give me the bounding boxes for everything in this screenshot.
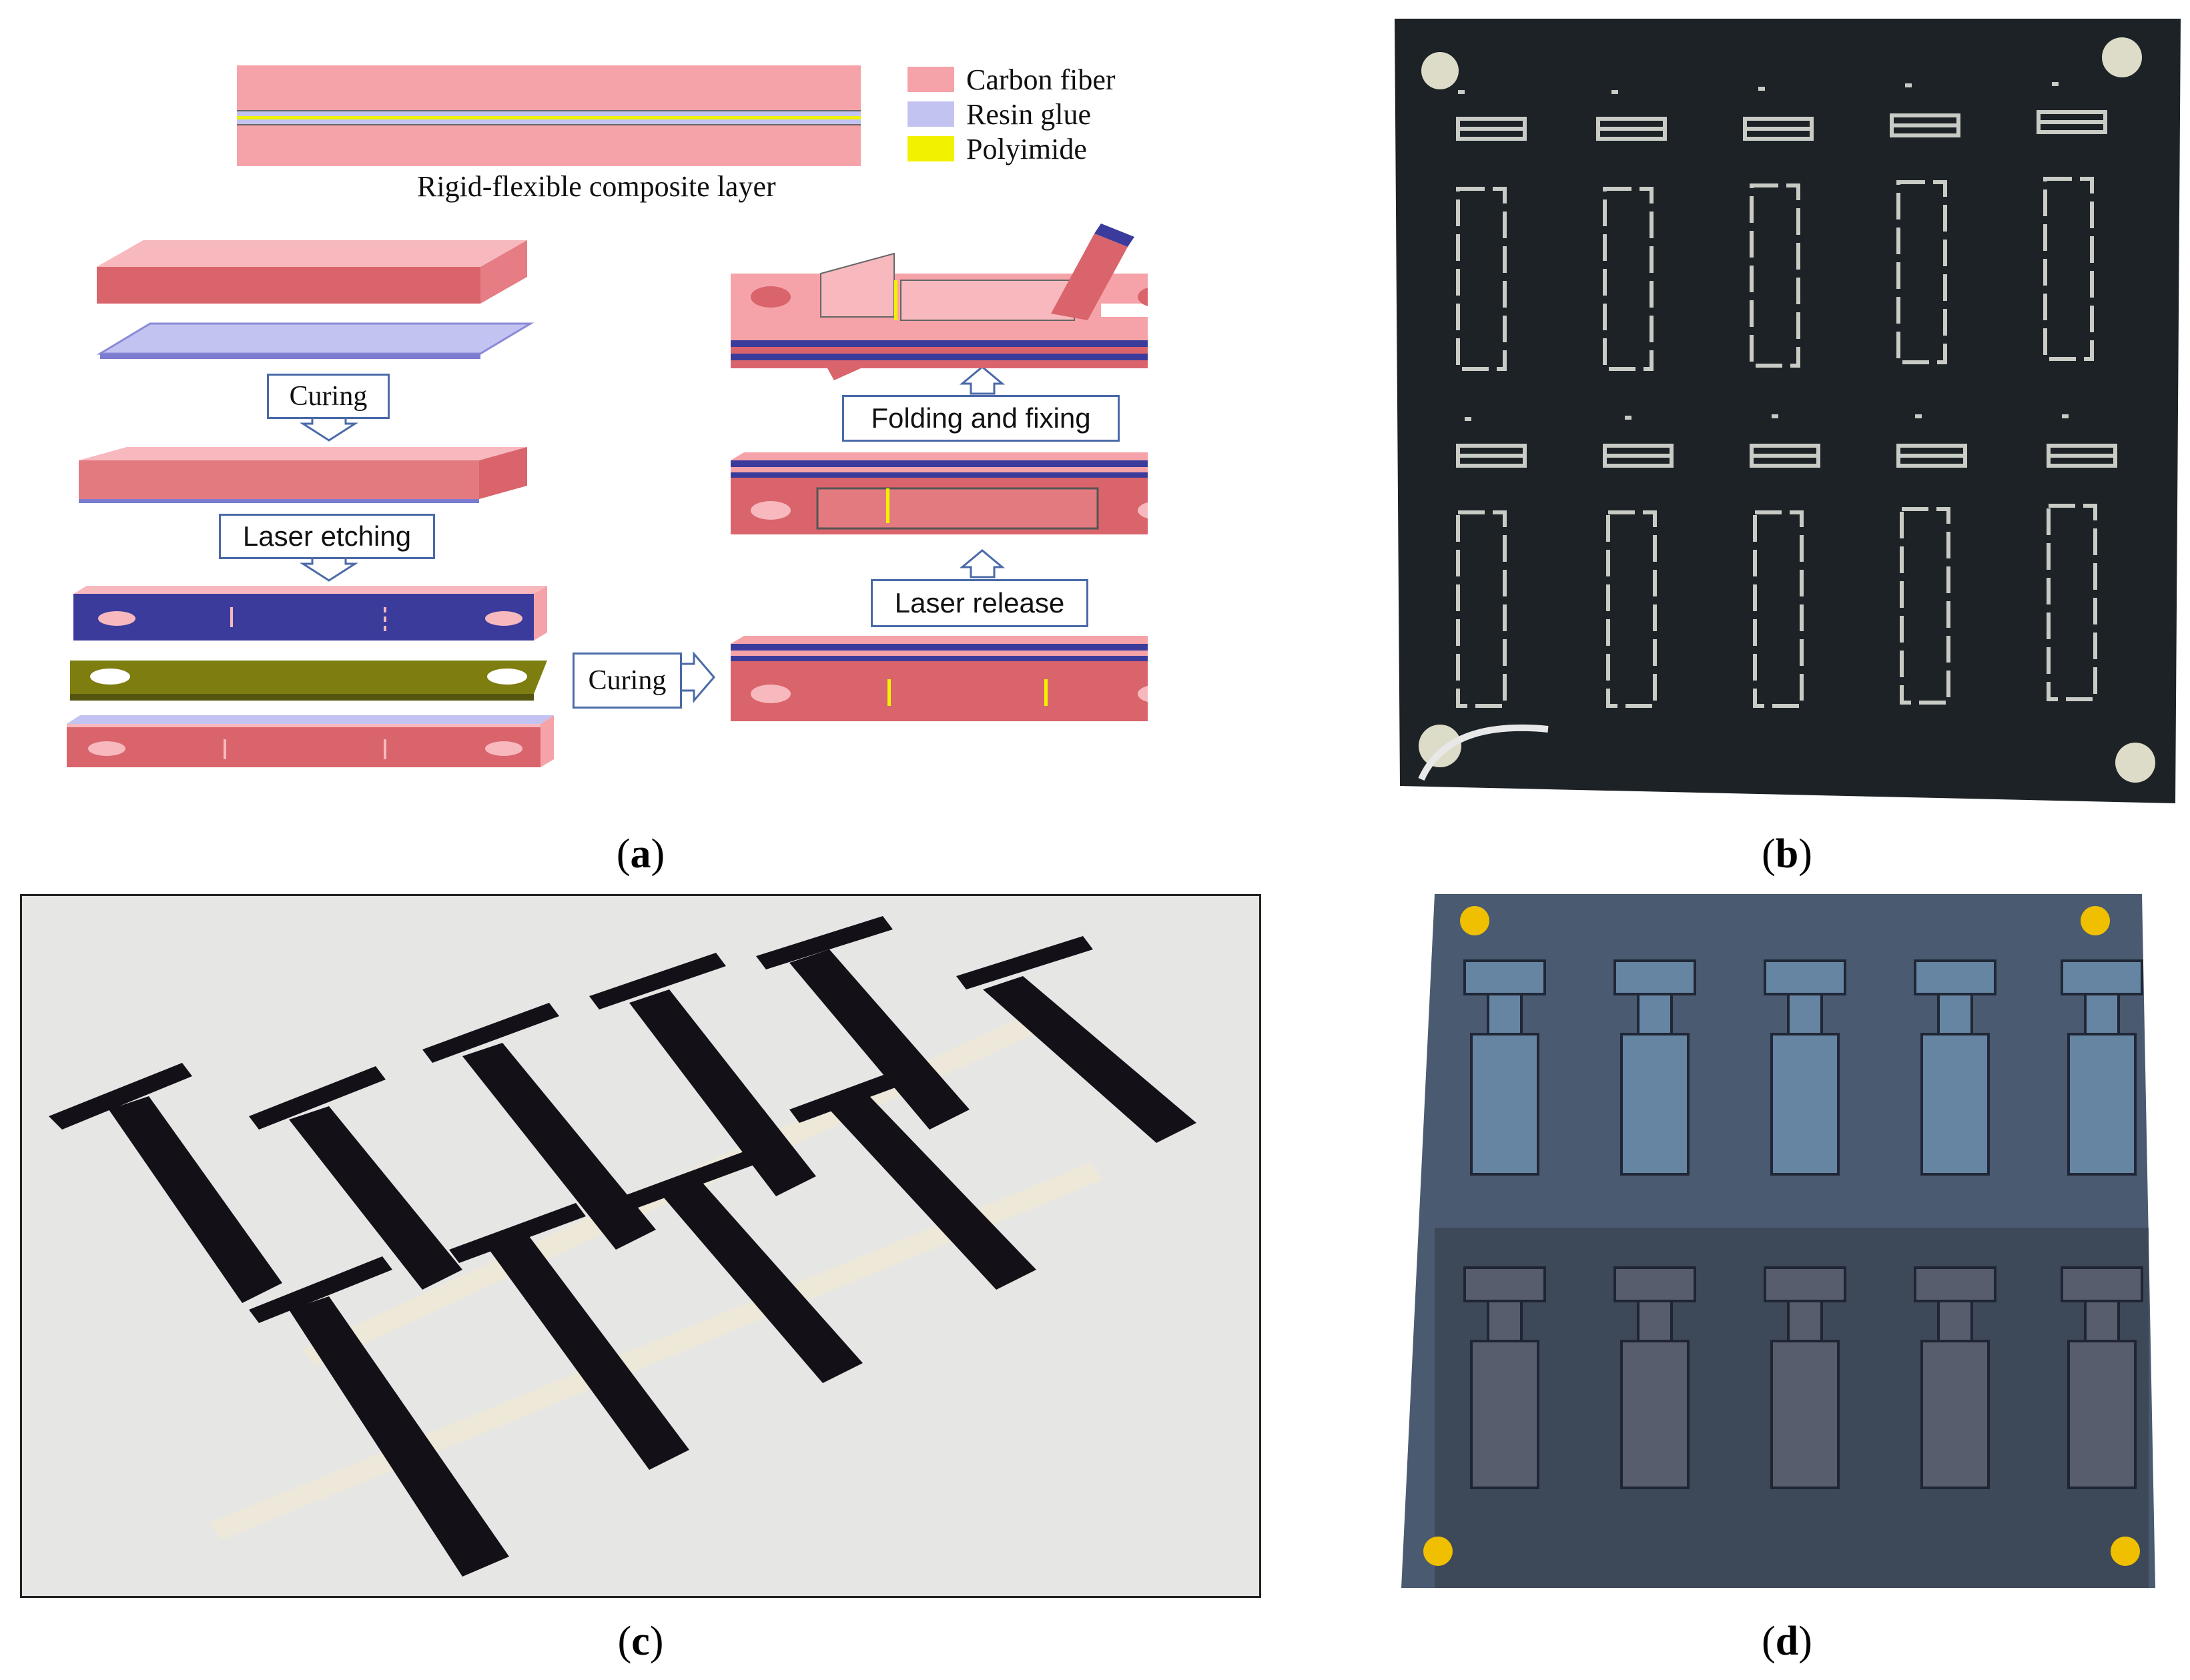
- caption-a: (a): [616, 831, 665, 877]
- folded-structure: [731, 224, 1148, 380]
- part-8: [623, 1150, 863, 1383]
- panel-a: Carbon fiber Resin glue Polyimide Rigid-…: [0, 0, 1148, 801]
- step-folding-fixing: Folding and fixing: [842, 395, 1120, 442]
- part-1: [49, 1063, 282, 1303]
- cured-plate: [79, 447, 527, 503]
- panel-a-diagram: [67, 65, 1148, 767]
- panel-c-photo: [20, 894, 1261, 1598]
- part-6: [249, 1256, 509, 1577]
- caption-d-letter: d: [1775, 1619, 1799, 1664]
- right-arrow: [676, 651, 715, 704]
- polyimide-sheet: [70, 661, 547, 701]
- corner-pin-tr: [2102, 37, 2142, 77]
- legend-swatch-resin: [907, 101, 954, 127]
- carbon-plate-1: [97, 240, 527, 304]
- laser-etched-sheet-photo: [1395, 19, 2181, 803]
- corner-pin-d-tl: [1460, 906, 1489, 935]
- caption-d: (d): [1762, 1619, 1812, 1664]
- part-9: [789, 1063, 1036, 1290]
- step-laser-release: Laser release: [871, 579, 1088, 627]
- step-curing-1: Curing: [267, 374, 390, 419]
- laminated-plate: [731, 636, 1148, 721]
- resin-sheet: [96, 322, 534, 359]
- released-sheet-photo: [1401, 894, 2155, 1588]
- part-4: [589, 953, 816, 1196]
- part-3: [422, 1003, 656, 1250]
- part-7: [449, 1203, 689, 1470]
- legend-label-polyimide: Polyimide: [966, 133, 1087, 165]
- corner-pin-d-bl: [1423, 1537, 1453, 1566]
- panel-b-photo: [1395, 19, 2181, 803]
- folded-parts-photo: [22, 896, 1259, 1596]
- up-arrow-2: [959, 366, 1006, 395]
- caption-b-letter: b: [1775, 831, 1799, 877]
- legend-swatch-carbon: [907, 67, 954, 92]
- legend-label-carbon: Carbon fiber: [966, 63, 1116, 96]
- corner-pin-tl: [1421, 52, 1459, 89]
- released-plate: [731, 452, 1148, 534]
- corner-pin-br: [2115, 743, 2155, 783]
- up-arrow-1: [959, 549, 1006, 578]
- step-laser-etching: Laser etching: [219, 514, 435, 559]
- etched-plate-bottom: [67, 715, 554, 767]
- caption-c: (c): [617, 1619, 664, 1664]
- panel-d-photo: [1401, 894, 2175, 1588]
- step-curing-2: Curing: [573, 653, 682, 709]
- corner-pin-d-br: [2111, 1537, 2140, 1566]
- caption-c-letter: c: [631, 1619, 650, 1664]
- corner-pin-d-tr: [2081, 906, 2110, 935]
- corner-pin-bl: [1419, 725, 1461, 767]
- caption-a-letter: a: [630, 831, 651, 877]
- caption-b: (b): [1762, 831, 1812, 877]
- legend-label-resin: Resin glue: [966, 98, 1091, 131]
- etched-plate-top: [73, 586, 547, 641]
- part-5: [756, 916, 970, 1130]
- part-2: [249, 1066, 462, 1290]
- part-10: [956, 936, 1196, 1143]
- composite-layer-caption: Rigid-flexible composite layer: [417, 170, 776, 203]
- legend-swatch-polyimide: [907, 136, 954, 161]
- composite-layer-bar: [237, 65, 861, 166]
